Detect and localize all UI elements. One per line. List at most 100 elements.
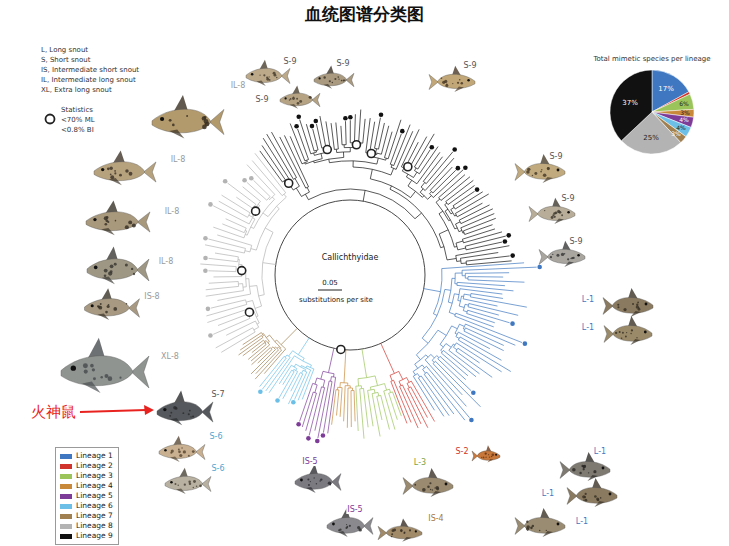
lineage-branches (332, 350, 355, 428)
fish-photo (560, 452, 610, 481)
legend-swatch (60, 474, 72, 479)
clade-code: L-1 (581, 324, 595, 332)
fish-photo (604, 316, 652, 345)
clade-code: S-6 (210, 465, 225, 473)
legend-swatch (60, 524, 72, 529)
fish-photo (157, 390, 213, 425)
tip-dot (242, 178, 247, 183)
pie-title: Total mimetic species per lineage (592, 56, 711, 63)
snout-key: S, Short snout (40, 57, 91, 64)
tip-dot (379, 112, 384, 117)
scale-unit: substitutions per site (298, 297, 374, 304)
fish-photo (314, 66, 354, 89)
tip-dot (258, 390, 263, 395)
pointer-arrowhead (144, 405, 154, 415)
tip-dot (471, 391, 476, 396)
support-circle (245, 308, 253, 316)
legend-text: Lineage 1 (76, 452, 113, 460)
clade-code: IS-5 (301, 458, 318, 466)
legend-row: Lineage 8 (60, 521, 113, 531)
fish-photo (94, 150, 156, 185)
clade-code: IL-8 (164, 208, 181, 216)
pie-percent: 37% (621, 100, 639, 107)
legend-row: Lineage 5 (60, 491, 113, 501)
clade-code: S-7 (210, 391, 225, 399)
clade-code: S-6 (208, 433, 223, 441)
legend-row: Lineage 9 (60, 531, 113, 541)
tip-dot (469, 418, 474, 423)
legend-row: Lineage 6 (60, 501, 113, 511)
tip-dot (310, 124, 315, 129)
lineage-branches (356, 349, 402, 439)
tip-dot (321, 433, 326, 438)
fish-photo (603, 288, 653, 317)
clade-code: XL-8 (160, 353, 180, 361)
tip-dot (208, 333, 213, 338)
pie-percent: 25% (642, 135, 660, 142)
tip-dot (475, 187, 480, 192)
legend-row: Lineage 4 (60, 481, 113, 491)
tip-dot (510, 253, 515, 258)
tip-dot (206, 307, 211, 312)
fish-photo (472, 445, 500, 462)
lineage-branches (260, 110, 512, 265)
clade-code: S-9 (560, 195, 575, 203)
pie-percent: 17% (657, 86, 675, 93)
clade-code: S-9 (462, 62, 477, 70)
backbone-circle (275, 200, 425, 350)
fish-photo (159, 436, 205, 462)
snout-key: XL, Extra long snout (40, 87, 113, 94)
tip-dot (291, 400, 296, 405)
fish-photo (515, 154, 565, 183)
tip-dot (249, 176, 254, 181)
legend-swatch (60, 484, 72, 489)
clade-code: IS-5 (346, 506, 363, 514)
legend-row: Lineage 7 (60, 511, 113, 521)
fish-photo (85, 288, 140, 320)
fish-photo (378, 519, 422, 542)
support-circle (238, 267, 246, 275)
tip-dot (203, 268, 208, 273)
legend-text: Lineage 2 (76, 462, 113, 470)
tip-dot (510, 321, 515, 326)
tip-dot (456, 166, 461, 171)
clade-code: L-1 (541, 490, 555, 498)
pie-slice (610, 70, 652, 141)
legend-box: Lineage 1Lineage 2Lineage 3Lineage 4Line… (55, 447, 119, 545)
clade-code: IL-8 (230, 82, 247, 90)
clade-code: L-1 (575, 518, 589, 526)
tip-dot (503, 239, 508, 244)
clade-code: L-1 (581, 296, 595, 304)
legend-swatch (60, 454, 72, 459)
tip-dot (523, 341, 528, 346)
legend-swatch (60, 534, 72, 539)
fish-photo (567, 478, 617, 507)
tip-dot (430, 145, 435, 150)
support-circle (285, 179, 293, 187)
legend-text: Lineage 3 (76, 472, 113, 480)
snout-key: L, Long snout (40, 47, 89, 54)
support-key (46, 115, 55, 124)
legend-text: Lineage 6 (76, 502, 113, 510)
tip-dot (296, 114, 301, 119)
clade-code: S-9 (548, 153, 563, 161)
support-circle (337, 345, 345, 353)
clade-code: IS-4 (427, 515, 444, 523)
tip-dot (452, 147, 457, 152)
tip-dot (313, 119, 318, 124)
support-circle (323, 146, 331, 154)
tip-dot (203, 256, 208, 261)
legend-text: Lineage 8 (76, 522, 113, 530)
tip-dot (463, 165, 468, 170)
legend-text: Lineage 5 (76, 492, 113, 500)
clade-code: L-1 (593, 448, 607, 456)
clade-code: L-3 (413, 459, 427, 467)
legend-row: Lineage 1 (60, 451, 113, 461)
support-circle (352, 141, 360, 149)
stats-key: <70% ML (60, 117, 96, 124)
lineage-branches (260, 338, 314, 404)
tip-dot (294, 124, 299, 129)
tip-dot (296, 422, 301, 427)
snout-key: IL, Intermediate long snout (40, 77, 137, 84)
